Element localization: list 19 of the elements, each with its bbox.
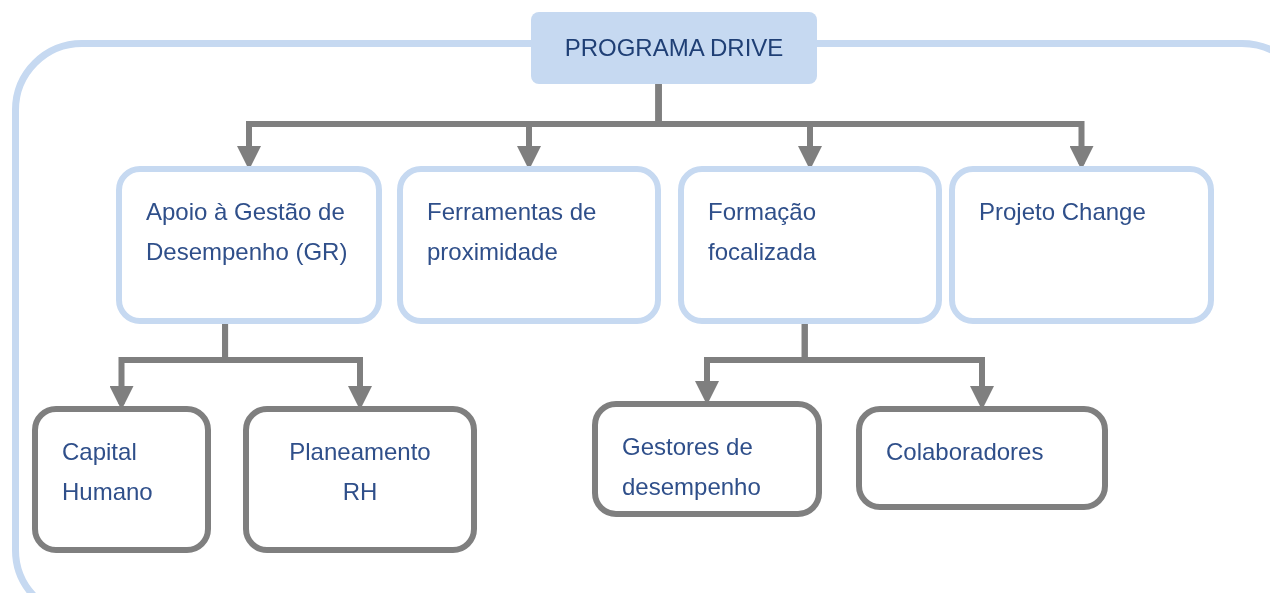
title-box	[531, 12, 817, 84]
subcategory-box	[856, 406, 1108, 510]
node-label: Planeamento RH	[288, 437, 432, 507]
node-label: PROGRAMA DRIVE	[564, 33, 784, 63]
subcategory-box	[32, 406, 211, 553]
subcategory-box	[592, 401, 822, 517]
node-label: Projeto Change	[979, 197, 1147, 227]
category-box	[678, 166, 942, 324]
node-label: Capital Humano	[62, 437, 154, 507]
node-label: Ferramentas de proximidade	[427, 197, 598, 267]
program-frame	[12, 40, 1270, 593]
node-label: Colaboradores	[886, 437, 1045, 467]
node-label: Apoio à Gestão de Desempenho (GR)	[146, 197, 349, 267]
subcategory-box	[243, 406, 477, 553]
category-box	[397, 166, 661, 324]
category-box	[949, 166, 1214, 324]
node-label: Formação focalizada	[708, 197, 818, 267]
node-label: Gestores de desempenho	[622, 432, 762, 502]
category-box	[116, 166, 382, 324]
